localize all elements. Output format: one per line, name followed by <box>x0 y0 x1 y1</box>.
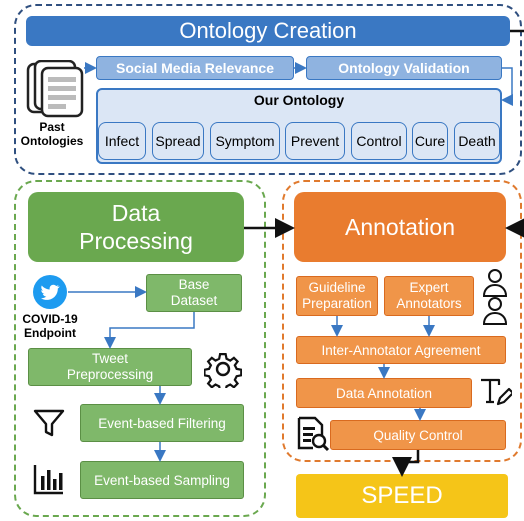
guideline-preparation-box: Guideline Preparation <box>296 276 378 316</box>
ontology-creation-title: Ontology Creation <box>26 16 510 46</box>
inter-annotator-agreement-box: Inter-Annotator Agreement <box>296 336 506 364</box>
tweet-preprocessing-line1: Tweet <box>91 351 129 366</box>
data-annotation-box: Data Annotation <box>296 378 472 408</box>
tweet-preprocessing-line2: Preprocessing <box>66 367 154 382</box>
category-spread: Spread <box>152 122 204 160</box>
expert-annotators-line2: Annotators <box>396 296 462 311</box>
quality-control-box: Quality Control <box>330 420 506 450</box>
document-search-icon <box>296 416 330 452</box>
data-processing-title-line2: Processing <box>79 228 193 254</box>
past-ontologies-label: Past Ontologies <box>18 118 86 150</box>
category-prevent: Prevent <box>285 122 345 160</box>
text-edit-icon <box>478 376 515 410</box>
category-cure: Cure <box>412 122 448 160</box>
data-processing-title-line1: Data <box>111 200 161 226</box>
category-death: Death <box>454 122 500 160</box>
annotation-title: Annotation <box>294 192 506 262</box>
guideline-preparation-line2: Preparation <box>302 296 372 311</box>
expert-annotators-line1: Expert <box>409 280 449 295</box>
covid-endpoint-label-line1: COVID-19 <box>22 312 78 326</box>
category-symptom: Symptom <box>210 122 280 160</box>
expert-annotators-box: Expert Annotators <box>384 276 474 316</box>
social-media-relevance-box: Social Media Relevance <box>96 56 294 80</box>
bar-chart-icon <box>32 462 66 496</box>
data-processing-title: Data Processing <box>28 192 244 262</box>
covid-endpoint-label: COVID-19 Endpoint <box>14 310 86 342</box>
ontology-creation-group <box>14 4 522 175</box>
guideline-preparation-line1: Guideline <box>308 280 366 295</box>
past-ontologies-label-line1: Past <box>39 120 65 134</box>
base-dataset-box: Base Dataset <box>146 274 242 312</box>
filter-funnel-icon <box>32 406 66 440</box>
documents-stack-icon <box>26 59 84 118</box>
past-ontologies-label-line2: Ontologies <box>20 134 84 148</box>
our-ontology-label: Our Ontology <box>253 92 345 108</box>
category-infect: Infect <box>98 122 146 160</box>
ontology-validation-box: Ontology Validation <box>306 56 502 80</box>
data-processing-group <box>14 180 266 517</box>
event-filtering-box: Event-based Filtering <box>80 404 244 442</box>
gear-icon <box>203 350 243 393</box>
base-dataset-line1: Base <box>178 277 210 292</box>
users-icon <box>480 268 510 326</box>
tweet-preprocessing-box: Tweet Preprocessing <box>28 348 192 386</box>
category-control: Control <box>351 122 407 160</box>
base-dataset-line2: Dataset <box>170 293 218 308</box>
twitter-bird-icon <box>32 274 68 310</box>
event-sampling-box: Event-based Sampling <box>80 461 244 499</box>
speed-output-box: SPEED <box>296 474 508 518</box>
covid-endpoint-label-line2: Endpoint <box>24 326 76 340</box>
